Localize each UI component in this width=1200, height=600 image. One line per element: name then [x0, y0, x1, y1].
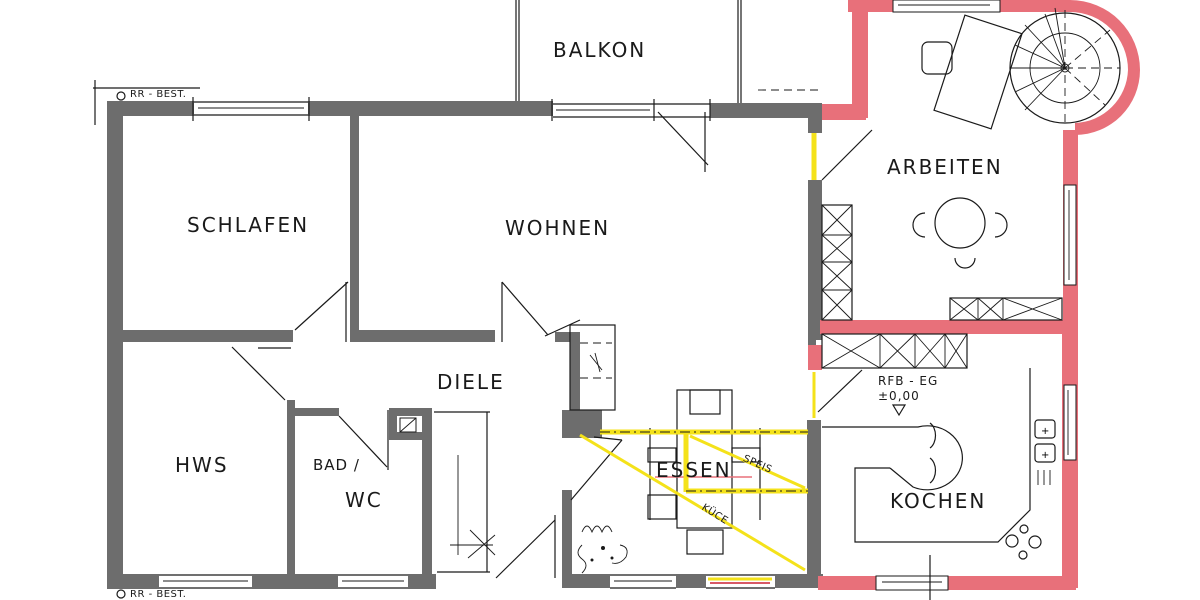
- annotation-rfb-eg: RFB - EG: [878, 374, 939, 388]
- dining-table: [647, 389, 761, 555]
- new-walls: [808, 0, 1140, 591]
- rr-marker-top: [116, 91, 126, 101]
- spiral-staircase: [1009, 7, 1121, 125]
- rr-marker-bottom: [116, 589, 126, 599]
- room-label-kochen: KOCHEN: [890, 489, 987, 513]
- room-label-bad: BAD /: [313, 456, 360, 474]
- room-label-hws: HWS: [175, 453, 229, 477]
- arbeiten-furniture: [912, 14, 1023, 269]
- svg-text:+: +: [1041, 426, 1049, 437]
- room-label-schlafen: SCHLAFEN: [187, 213, 310, 237]
- balcony-outline: [515, 0, 820, 104]
- kitchen-counters: + +: [822, 368, 1056, 600]
- annotation-level: ±0,00: [878, 389, 920, 403]
- demolition-markings: [579, 133, 817, 572]
- room-label-diele: DIELE: [437, 370, 505, 394]
- door-swings: [231, 111, 873, 579]
- room-label-essen: ESSEN: [656, 458, 732, 482]
- windows: [159, 97, 775, 589]
- room-label-balkon: BALKON: [553, 38, 647, 62]
- built-in-cupboards: [821, 204, 1063, 369]
- room-label-wc: WC: [345, 488, 383, 512]
- annotation-rr-best-bottom: RR - BEST.: [130, 589, 187, 600]
- room-label-arbeiten: ARBEITEN: [887, 155, 1003, 179]
- room-label-wohnen: WOHNEN: [505, 216, 611, 240]
- plant-icon: [577, 525, 628, 574]
- existing-walls: [107, 101, 823, 589]
- svg-text:+: +: [1041, 450, 1049, 461]
- diele-cupboard: [399, 324, 616, 573]
- annotation-rr-best-top: RR - BEST.: [130, 89, 187, 100]
